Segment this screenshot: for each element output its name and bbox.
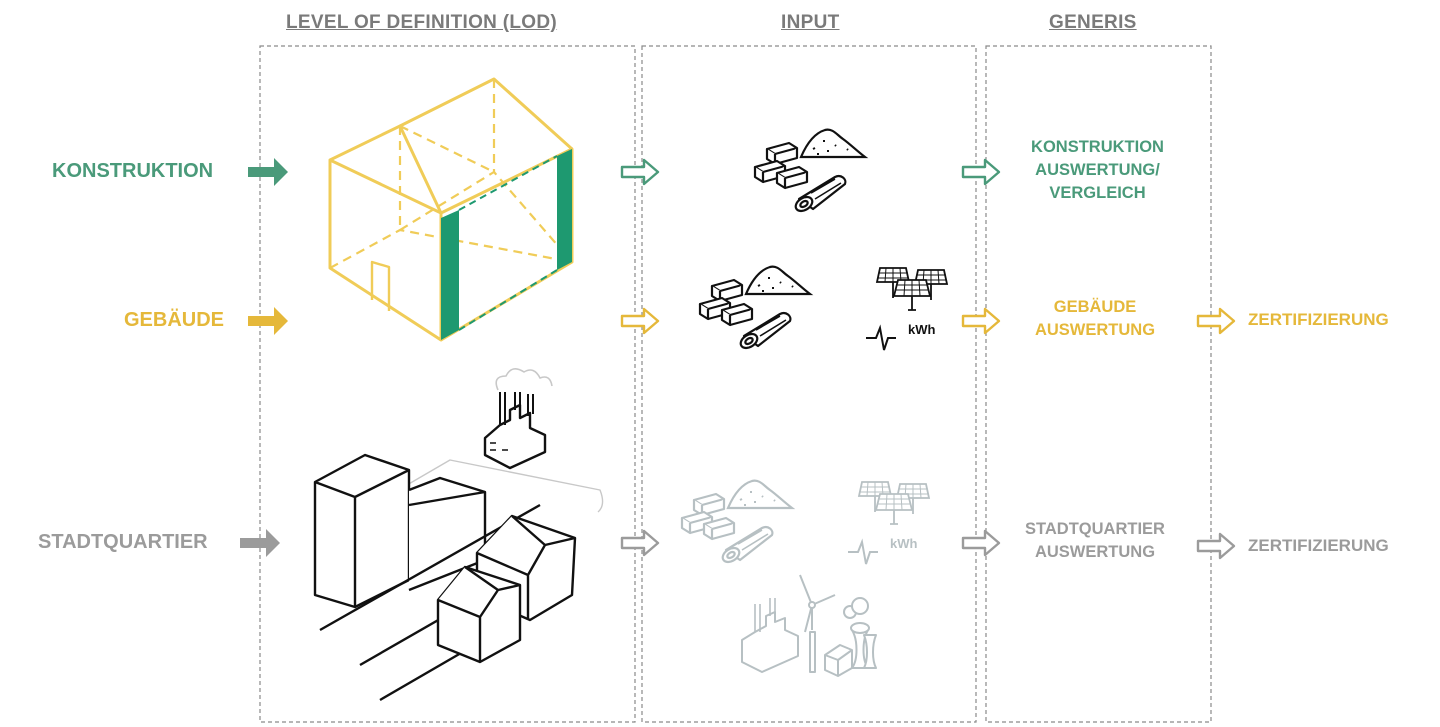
konstruktion-result-line1: KONSTRUKTION <box>1031 138 1164 156</box>
stadtquartier-entry-arrow <box>240 529 280 557</box>
energy-plants-icon <box>741 574 877 677</box>
konstruktion-result-line3: VERGLEICH <box>1049 184 1146 202</box>
gebaeude-input-materials <box>698 265 812 352</box>
konstruktion-generis-arrow <box>961 158 1001 186</box>
stadtquartier-result-line2: AUSWERTUNG <box>1034 543 1156 561</box>
gebaeude-input-arrow <box>620 307 660 335</box>
konstruktion-result: KONSTRUKTION AUSWERTUNG/ VERGLEICH <box>1030 136 1165 205</box>
stadtquartier-row-label: STADTQUARTIER <box>38 531 208 553</box>
stadtquartier-certification-arrow <box>1196 532 1236 560</box>
lod-column-frame <box>259 45 636 723</box>
stadtquartier-certification: ZERTIFIZIERUNG <box>1248 536 1389 555</box>
konstruktion-input-materials <box>753 128 867 215</box>
gebaeude-pulse-icon <box>865 327 897 351</box>
construction-wall-side-icon <box>557 149 572 270</box>
konstruktion-row-label: KONSTRUKTION <box>52 160 214 182</box>
stadtquartier-input-arrow <box>620 529 660 557</box>
stadtquartier-input-materials <box>680 479 794 566</box>
gebaeude-result-line2: AUSWERTUNG <box>1034 321 1156 339</box>
gebaeude-generis-arrow <box>961 307 1001 335</box>
construction-wall-icon <box>441 210 459 340</box>
stadtquartier-energy-unit: kWh <box>890 536 918 551</box>
gebaeude-certification: ZERTIFIZIERUNG <box>1248 310 1389 329</box>
konstruktion-result-line2: AUSWERTUNG/ <box>1035 161 1160 179</box>
stadtquartier-pulse-icon <box>847 541 879 565</box>
stadtquartier-result: STADTQUARTIER AUSWERTUNG <box>1016 518 1174 564</box>
gebaeude-result-line1: GEBÄUDE <box>1053 298 1137 316</box>
stadtquartier-result-line1: STADTQUARTIER <box>1025 520 1165 538</box>
konstruktion-input-arrow <box>620 158 660 186</box>
konstruktion-entry-arrow <box>248 158 288 186</box>
district-sketch-icon <box>313 368 604 702</box>
house-wireframe-icon <box>328 77 574 342</box>
input-column-title: INPUT <box>781 12 840 33</box>
gebaeude-entry-arrow <box>248 307 288 335</box>
stadtquartier-solar-icon <box>858 481 930 525</box>
gebaeude-row-label: GEBÄUDE <box>124 309 225 331</box>
input-column-frame <box>641 45 977 723</box>
stadtquartier-generis-arrow <box>961 529 1001 557</box>
lod-column-title: LEVEL OF DEFINITION (LOD) <box>286 12 558 33</box>
gebaeude-solar-icon <box>876 267 948 311</box>
generis-column-title: GENERIS <box>1049 12 1137 33</box>
gebaeude-certification-arrow <box>1196 307 1236 335</box>
gebaeude-energy-unit: kWh <box>908 322 936 337</box>
construction-wall-outline <box>458 155 558 331</box>
generis-column-frame <box>985 45 1212 723</box>
gebaeude-result: GEBÄUDE AUSWERTUNG <box>1030 296 1160 342</box>
